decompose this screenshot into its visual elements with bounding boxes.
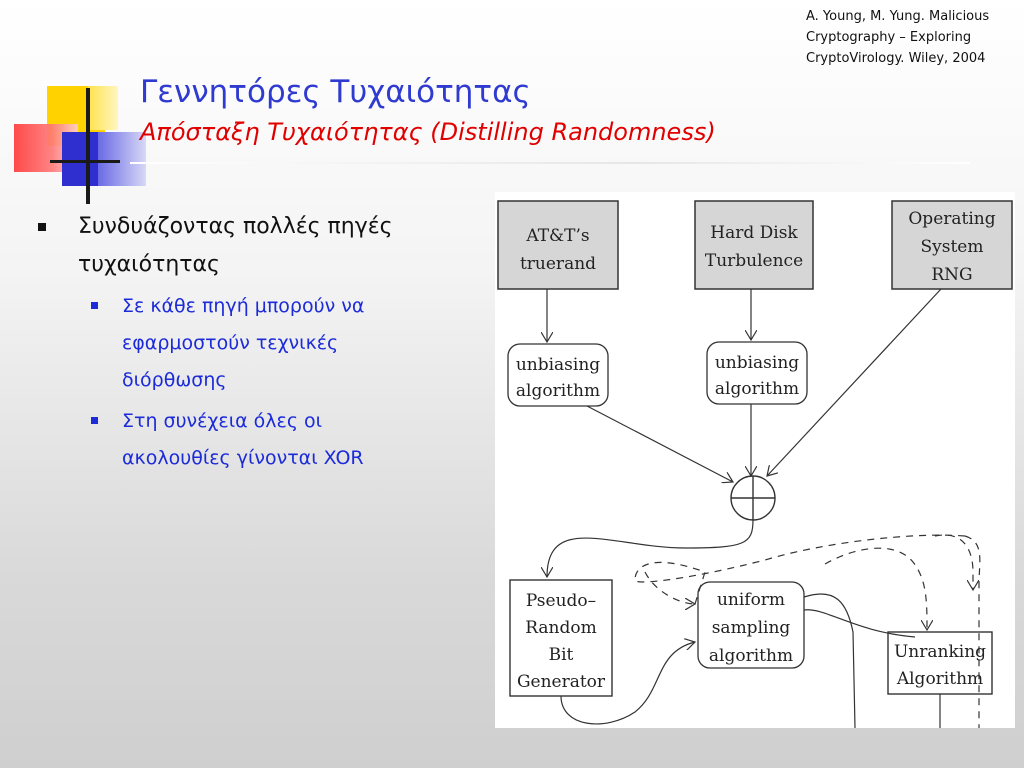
sub-bullet-text: Στη συνέχεια όλες οι: [122, 410, 323, 432]
dashed-arrow-to-unranking: [824, 547, 927, 630]
unranking-label: Algorithm: [896, 669, 983, 689]
source-box-hdd: Hard Disk Turbulence: [694, 200, 814, 290]
citation-line: CryptoVirology. Wiley, 2004: [806, 51, 986, 66]
citation-line: Cryptography – Exploring: [806, 30, 972, 45]
unbiasing-label: algorithm: [715, 379, 799, 399]
source-os-label: RNG: [931, 265, 972, 285]
sub-bullet-text: διόρθωσης: [122, 369, 227, 391]
source-att-label: AT&T’s: [525, 226, 589, 246]
title-underline: [130, 162, 970, 164]
source-os-label: System: [921, 237, 984, 257]
source-hdd-label: Turbulence: [705, 251, 803, 271]
uniform-to-bottom-line: [803, 593, 856, 728]
bullet-text: Συνδυάζοντας πολλές πηγές: [78, 214, 393, 239]
square-bullet-icon: [91, 417, 98, 424]
sub-bullet-text: Σε κάθε πηγή μπορούν να: [122, 295, 365, 317]
citation: A. Young, M. Yung. Malicious Cryptograph…: [806, 6, 1020, 69]
source-att-label: truerand: [520, 254, 596, 274]
citation-line: A. Young, M. Yung. Malicious: [806, 9, 990, 24]
arrow-unbias1-to-xor: [586, 405, 733, 482]
unbiasing-box-1: unbiasing algorithm: [507, 343, 609, 407]
bullet-text: τυχαιότητας: [78, 252, 220, 277]
dashed-feedback-path: [634, 534, 966, 605]
prng-label: Pseudo–: [526, 591, 596, 611]
logo-blue-fade: [98, 132, 146, 186]
bullet-item: Συνδυάζοντας πολλές πηγές τυχαιότητας: [38, 208, 478, 284]
uniform-to-unranking-line: [803, 609, 916, 638]
logo: [0, 0, 160, 210]
sub-bullet-item: Στη συνέχεια όλες οι ακολουθίες γίνονται…: [38, 403, 478, 477]
page-subtitle: Απόσταξη Τυχαιότητας (Distilling Randomn…: [140, 118, 716, 146]
bullet-list: Συνδυάζοντας πολλές πηγές τυχαιότητας Σε…: [38, 208, 478, 481]
arrow-os-to-xor: [767, 288, 942, 476]
unbiasing-box-2: unbiasing algorithm: [706, 341, 808, 405]
unranking-box: Unranking Algorithm: [887, 631, 993, 695]
dashed-arrow-to-uniform: [644, 571, 695, 604]
sub-bullet-list: Σε κάθε πηγή μπορούν να εφαρμοστούν τεχν…: [38, 288, 478, 477]
unranking-label: Unranking: [894, 642, 986, 662]
unbiasing-label: unbiasing: [516, 355, 600, 375]
sub-bullet-text: ακολουθίες γίνονται XOR: [122, 447, 364, 469]
source-box-os: Operating System RNG: [891, 200, 1013, 290]
arrow-prng-to-uniform: [560, 642, 695, 725]
distilling-randomness-diagram: AT&T’s truerand Hard Disk Turbulence Ope…: [495, 192, 1015, 728]
square-bullet-icon: [38, 223, 46, 231]
logo-yellow-fade: [88, 86, 118, 130]
logo-horizontal-line: [50, 160, 120, 163]
square-bullet-icon: [91, 302, 98, 309]
source-hdd-label: Hard Disk: [710, 223, 798, 243]
uniform-label: sampling: [712, 618, 791, 638]
prng-box: Pseudo– Random Bit Generator: [509, 579, 613, 697]
source-box-att: AT&T’s truerand: [497, 200, 619, 290]
dashed-right-edge-path: [964, 535, 981, 728]
sub-bullet-text: εφαρμοστούν τεχνικές: [122, 332, 339, 354]
prng-label: Bit: [549, 645, 574, 665]
unbiasing-label: unbiasing: [715, 353, 799, 373]
dashed-arrow-right: [934, 534, 973, 590]
prng-label: Random: [525, 618, 597, 638]
uniform-label: algorithm: [709, 646, 793, 666]
logo-vertical-line: [86, 88, 90, 204]
prng-label: Generator: [517, 672, 606, 692]
source-os-label: Operating: [908, 209, 995, 229]
logo-blue-square: [62, 132, 98, 186]
page-title: Γεννητόρες Τυχαιότητας: [140, 74, 531, 110]
uniform-sampling-box: uniform sampling algorithm: [697, 581, 805, 669]
xor-icon: [730, 475, 776, 521]
diagram-svg: AT&T’s truerand Hard Disk Turbulence Ope…: [497, 200, 1013, 728]
arrow-xor-to-prng: [547, 519, 754, 577]
sub-bullet-item: Σε κάθε πηγή μπορούν να εφαρμοστούν τεχν…: [38, 288, 478, 399]
unbiasing-label: algorithm: [516, 381, 600, 401]
uniform-label: uniform: [717, 590, 785, 610]
